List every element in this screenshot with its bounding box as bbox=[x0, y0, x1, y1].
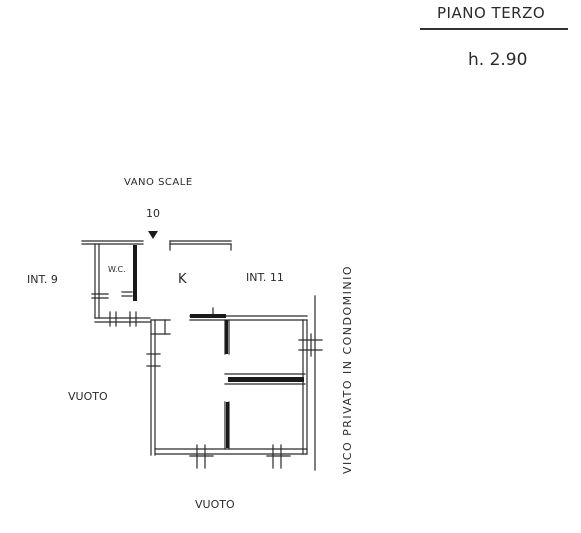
floor-title-underline bbox=[420, 28, 568, 30]
stair-number: 10 bbox=[146, 207, 160, 220]
wall-solid bbox=[133, 245, 137, 301]
unit-left-label: INT. 9 bbox=[27, 273, 58, 286]
wall-solid bbox=[226, 402, 229, 448]
void-bottom-label: VUOTO bbox=[195, 498, 235, 511]
wall-solid bbox=[228, 377, 304, 382]
kitchen-label: K bbox=[178, 272, 187, 287]
wc-label: W.C. bbox=[108, 265, 126, 274]
ceiling-height-label: h. 2.90 bbox=[468, 50, 528, 70]
entrance-arrow-icon bbox=[148, 231, 158, 239]
stair-label: VANO SCALE bbox=[124, 177, 193, 188]
lane-label: VICO PRIVATO IN CONDOMINIO bbox=[341, 264, 354, 474]
unit-right-label: INT. 11 bbox=[246, 271, 284, 284]
wall-solid bbox=[225, 320, 228, 354]
void-left-label: VUOTO bbox=[68, 390, 108, 403]
floor-title: PIANO TERZO bbox=[437, 4, 546, 22]
wall-solid bbox=[190, 314, 226, 318]
